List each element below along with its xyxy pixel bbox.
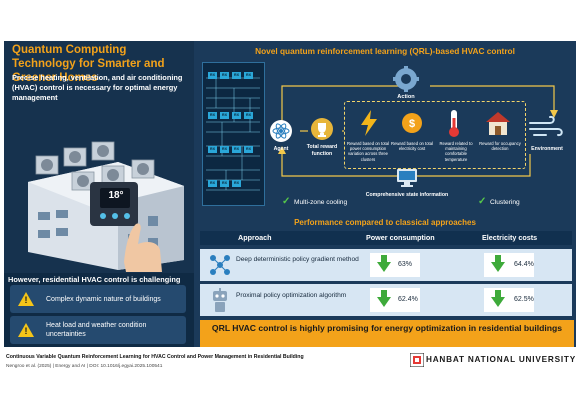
- action-gear-icon: [393, 66, 419, 92]
- challenge-text-1: Complex dynamic nature of buildings: [46, 296, 161, 303]
- building-illustration: [28, 141, 184, 272]
- rx-gate: RX: [244, 112, 253, 119]
- house-icon: [486, 112, 510, 135]
- down-arrow-icon: [381, 290, 387, 297]
- down-arrow-icon: [491, 262, 505, 272]
- power-value: 63%: [398, 261, 413, 268]
- conclusion-text: QRL HVAC control is highly promising for…: [211, 323, 563, 333]
- power-value: 62.4%: [398, 296, 418, 303]
- infographic-title: Quantum Computing Technology for Smarter…: [12, 44, 165, 84]
- performance-header: [200, 231, 572, 245]
- action-label: Action: [397, 94, 415, 100]
- down-arrow-icon: [495, 290, 501, 297]
- trophy-glyph: [318, 123, 326, 137]
- rx-gate: RX: [232, 112, 241, 119]
- state-information: Comprehensive state information: [365, 192, 449, 198]
- paper-title: Continuous Variable Quantum Reinforcemen…: [6, 354, 304, 360]
- reward-text-cost: Reward based on total electricity cost: [391, 141, 433, 152]
- reward-text-occupancy: Reward for occupancy detection: [479, 141, 521, 152]
- rx-gate: RX: [208, 180, 217, 187]
- rx-gate: RX: [220, 146, 229, 153]
- rx-gate: RX: [220, 112, 229, 119]
- challenge-heading: However, residential HVAC control is cha…: [8, 275, 181, 284]
- approach-ddpg: Deep deterministic policy gradient metho…: [236, 256, 359, 263]
- thermometer-icon: [449, 110, 459, 137]
- svg-text:$: $: [409, 118, 415, 130]
- rooftop-ac-units: [35, 141, 155, 191]
- rx-gate: RX: [220, 180, 229, 187]
- header-cost: Electricity costs: [482, 233, 538, 242]
- challenge-item-1: [10, 285, 186, 313]
- clustering: Clustering: [490, 199, 520, 206]
- qrl-title: Novel quantum reinforcement learning (QR…: [255, 46, 515, 56]
- robot-icon: [213, 288, 227, 312]
- lightning-icon: [361, 110, 377, 136]
- atom-icon: [272, 123, 290, 139]
- warning-icon-mark: !: [24, 295, 28, 305]
- down-arrow-icon: [381, 255, 387, 262]
- rx-gate: RX: [232, 146, 241, 153]
- rx-gate: RX: [232, 72, 241, 79]
- rx-gate: RX: [244, 146, 253, 153]
- coin-icon: $: [402, 113, 422, 133]
- monitor-icon: [397, 169, 417, 187]
- thermostat-reading: 18°: [108, 190, 124, 201]
- wind-icon: [529, 115, 563, 137]
- approach-ppo: Proximal policy optimization algorithm: [236, 292, 347, 299]
- environment-label: Environment: [531, 146, 563, 152]
- multi-zone-cooling: Multi-zone cooling: [294, 199, 348, 206]
- paper-citation: Nengroo et al. (2025) | Energy and AI | …: [6, 364, 163, 369]
- network-icon: [210, 255, 230, 275]
- check-icon: ✓: [282, 196, 291, 207]
- cost-value: 62.5%: [514, 296, 534, 303]
- rx-gate: RX: [244, 72, 253, 79]
- down-arrow-icon: [377, 262, 391, 272]
- down-arrow-icon: [491, 297, 505, 307]
- infographic-subtitle: Precise heating, ventilation, and air co…: [12, 73, 183, 102]
- challenge-text-2: Heat load and weather condition uncertai…: [46, 322, 147, 338]
- warning-icon: [18, 292, 34, 306]
- agent-label: Agent: [273, 146, 289, 152]
- header-power: Power consumption: [366, 233, 435, 242]
- hand-illustration: [124, 223, 162, 272]
- down-arrow-icon: [495, 255, 501, 262]
- university-logo-icon: [410, 353, 424, 367]
- cost-value: 64.4%: [514, 261, 534, 268]
- rx-gate: RX: [208, 112, 217, 119]
- total-reward-label: Total reward function: [306, 144, 338, 157]
- check-icon: ✓: [478, 196, 487, 207]
- down-arrow-icon: [377, 297, 391, 307]
- warning-icon-mark: !: [24, 326, 28, 336]
- conclusion-banner: [200, 320, 574, 347]
- university-name: HANBAT NATIONAL UNIVERSITY: [426, 355, 576, 364]
- performance-title: Performance compared to classical approa…: [294, 218, 476, 227]
- challenge-item-2: [10, 316, 186, 344]
- rx-gate: RX: [232, 180, 241, 187]
- reward-text-temperature: Reward related to maintaining comfortabl…: [439, 141, 473, 162]
- reward-text-power: Reward based on total power consumption …: [347, 141, 389, 162]
- header-approach: Approach: [238, 233, 272, 242]
- warning-icon: [18, 323, 34, 337]
- reward-group: [344, 101, 526, 169]
- rx-gate: RX: [208, 146, 217, 153]
- rx-gate: RX: [220, 72, 229, 79]
- rx-gate: RX: [208, 72, 217, 79]
